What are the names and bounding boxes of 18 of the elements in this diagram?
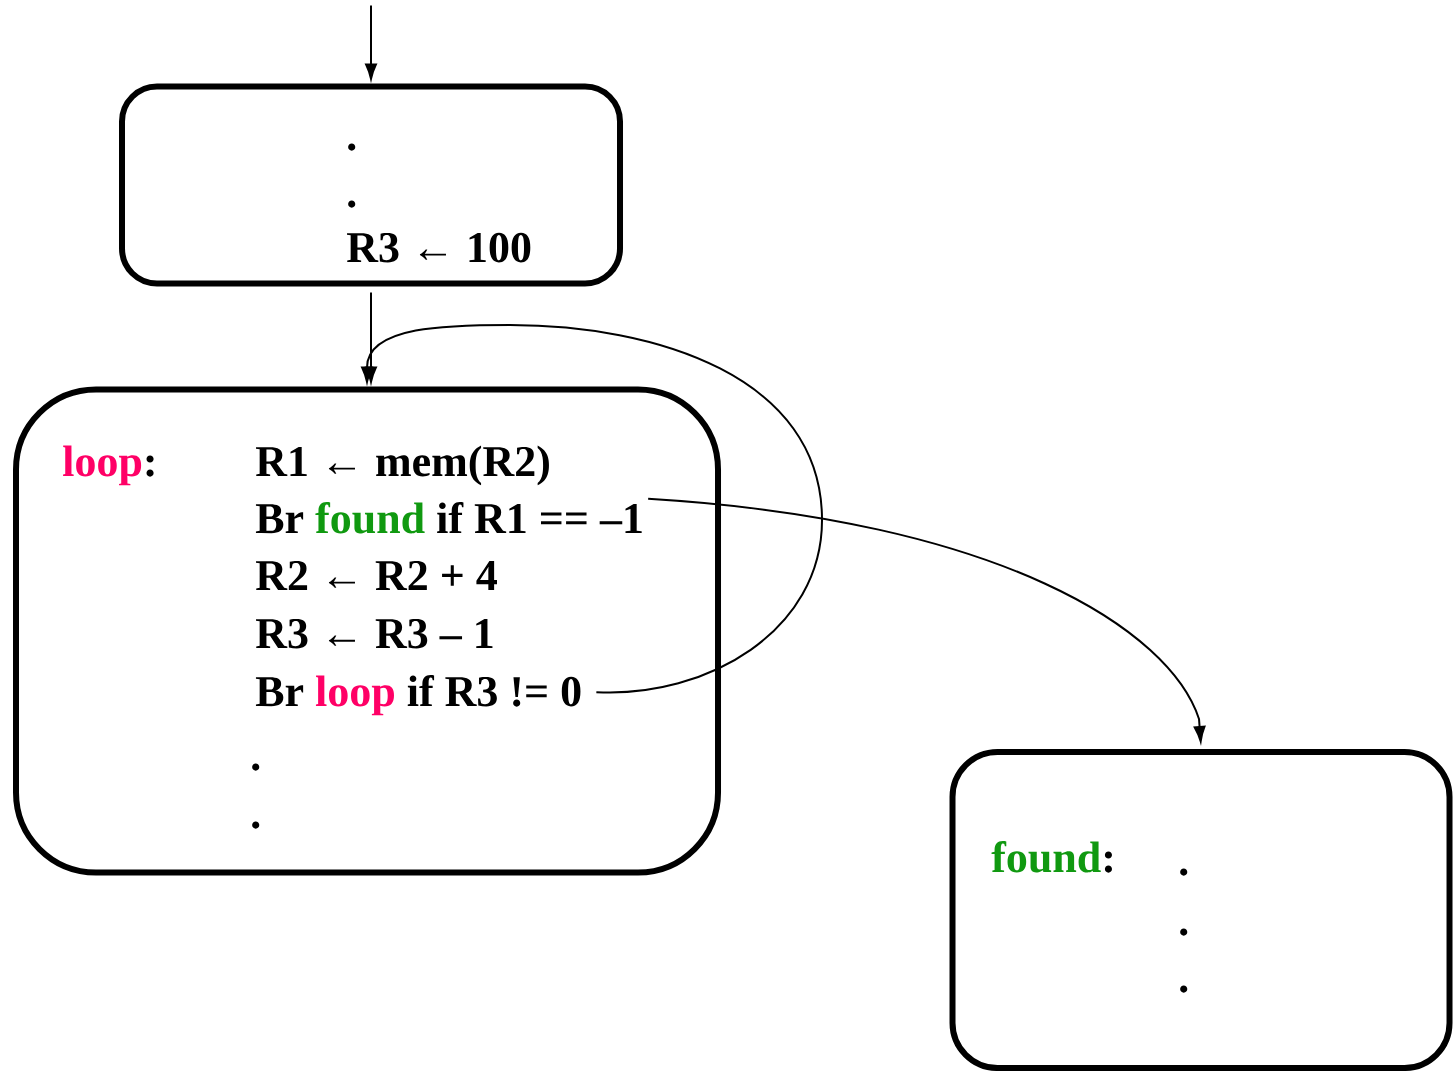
code-line: .: [1180, 868, 1188, 876]
code-line: R3 ← R3 – 1: [255, 618, 493, 649]
arrow: [365, 4, 377, 80]
code-line: .: [252, 763, 260, 771]
code-line: R2 ← R2 + 4: [255, 560, 497, 590]
code-line: .: [348, 200, 356, 208]
arrow: [647, 497, 1206, 743]
arrow: [361, 324, 823, 694]
code-line: R1 ← mem(R2): [255, 445, 549, 486]
code-line: Br found if R1 == –1: [255, 502, 642, 534]
code-line: .: [1180, 985, 1188, 993]
code-line: .: [348, 143, 356, 151]
code-line: .: [1180, 928, 1188, 936]
code-line: loop:: [63, 445, 154, 486]
code-line: found:: [991, 841, 1112, 873]
code-line: R3 ← 100: [346, 232, 531, 263]
code-line: Br loop if R3 != 0: [255, 675, 581, 716]
code-line: .: [252, 821, 260, 829]
